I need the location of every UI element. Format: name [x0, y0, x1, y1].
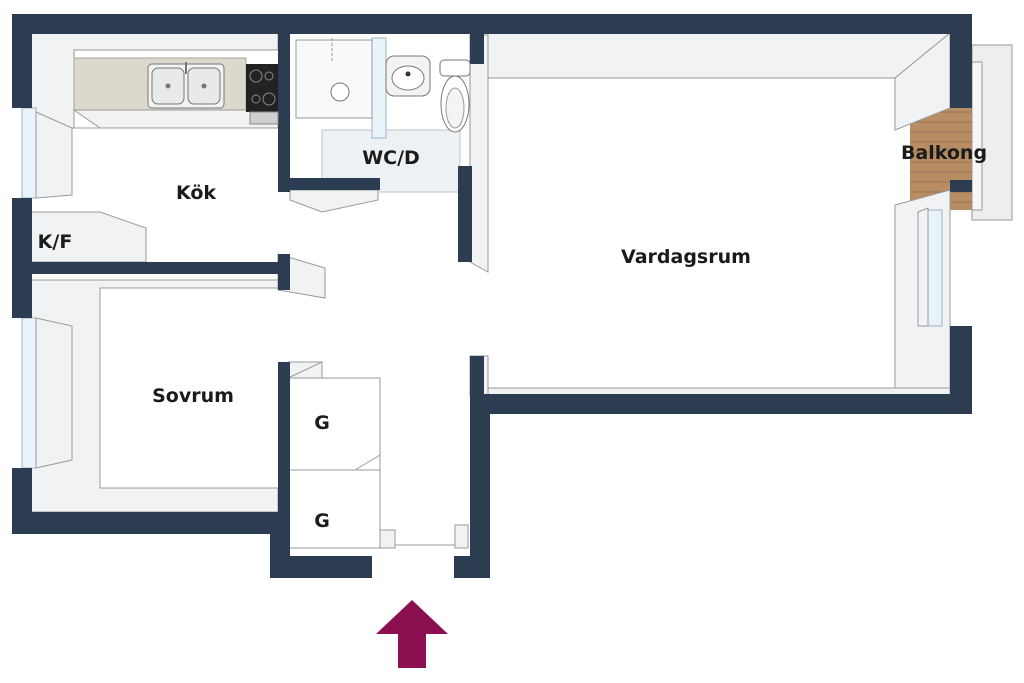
window-bedroom [21, 317, 37, 469]
washbasin-icon [385, 55, 431, 97]
label-living-room: Vardagsrum [621, 246, 751, 268]
toilet-icon [439, 59, 471, 133]
entrance-arrow-icon [376, 600, 448, 668]
sink-icon [147, 62, 225, 109]
label-bedroom: Sovrum [152, 385, 234, 407]
window-kitchen [21, 107, 37, 199]
label-balcony: Balkong [901, 142, 987, 164]
label-wardrobe-1: G [314, 412, 330, 434]
label-kitchen: Kök [176, 182, 216, 204]
shower-icon [295, 38, 373, 119]
wardrobes [287, 361, 381, 549]
walls [12, 14, 972, 578]
label-bathroom: WC/D [362, 147, 420, 169]
label-wardrobe-2: G [314, 510, 330, 532]
shower-glass [371, 37, 387, 139]
label-closet-kf: K/F [38, 231, 73, 253]
window-living [927, 209, 943, 327]
stove-icon [246, 64, 279, 125]
